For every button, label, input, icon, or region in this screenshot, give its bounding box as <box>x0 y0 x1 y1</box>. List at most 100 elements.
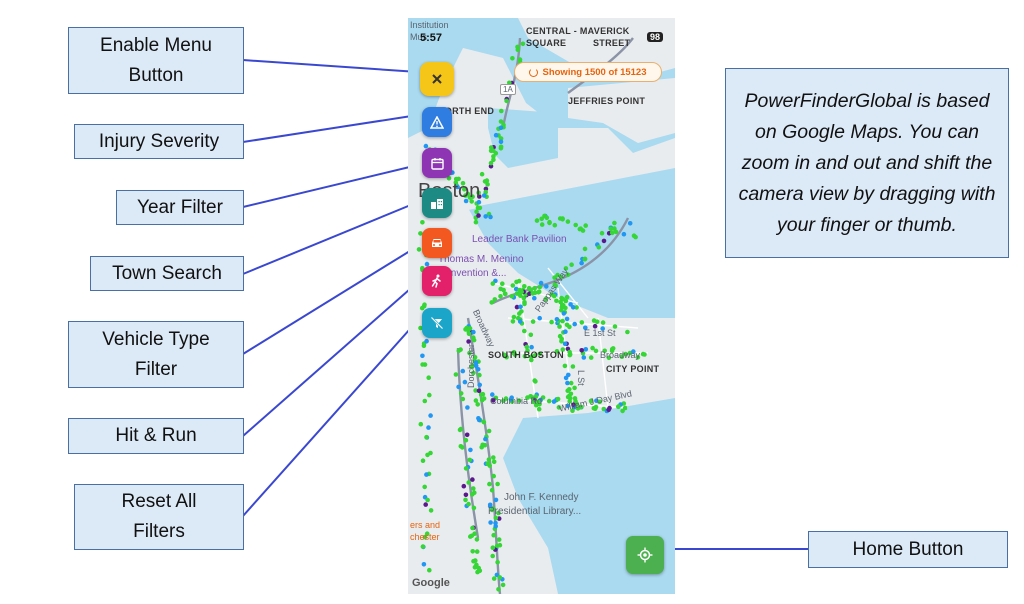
crash-dot <box>622 405 628 411</box>
crash-dot <box>491 576 497 581</box>
crash-dot <box>458 444 464 449</box>
car-icon <box>432 239 442 247</box>
crash-dot <box>467 195 473 200</box>
year-filter-button[interactable] <box>422 148 452 178</box>
crash-dot <box>623 351 628 357</box>
crash-dot <box>491 532 496 538</box>
crash-dot <box>516 398 522 403</box>
crash-dot <box>425 452 430 458</box>
crash-dot <box>469 533 475 539</box>
crash-dot <box>420 362 425 367</box>
crash-dot <box>427 567 432 573</box>
crash-dot <box>532 353 538 358</box>
crash-dot <box>504 98 509 104</box>
crash-dot <box>560 318 565 324</box>
crash-dot <box>418 325 423 331</box>
crash-dot <box>565 403 571 409</box>
crash-dot <box>495 481 500 487</box>
jeffries-land <box>568 78 675 143</box>
map-label-institution: Institution <box>410 20 449 30</box>
town-search-button[interactable] <box>422 188 452 218</box>
crash-dot <box>423 502 428 507</box>
crash-dot <box>471 505 477 511</box>
crash-dot <box>424 472 429 477</box>
crash-dot <box>536 406 542 412</box>
crash-dot <box>579 348 584 353</box>
crash-dot <box>582 246 588 252</box>
crash-dot <box>463 466 469 471</box>
callout-town-search: Town Search <box>90 256 244 291</box>
reset-filters-button[interactable] <box>422 308 452 338</box>
arrow-vehicle-type <box>242 245 419 355</box>
crash-dot <box>467 326 473 331</box>
crash-dot <box>420 544 426 549</box>
crash-dot <box>478 392 484 398</box>
crash-dot <box>539 216 544 222</box>
map-label-square: SQUARE <box>526 38 567 48</box>
crash-dot <box>466 480 471 485</box>
crash-dot <box>564 316 570 322</box>
crash-dot <box>473 398 479 403</box>
crash-dot <box>600 320 606 325</box>
crash-dot <box>496 537 502 542</box>
home-button[interactable] <box>626 536 664 574</box>
crash-dot <box>460 181 466 186</box>
crash-dot <box>471 486 476 491</box>
crash-dot <box>533 402 539 408</box>
crash-dot <box>421 562 427 567</box>
crash-dot <box>493 520 498 526</box>
crash-dot <box>563 329 568 335</box>
crash-dot <box>529 344 534 350</box>
crash-dot <box>496 510 501 516</box>
crash-dot <box>532 295 537 301</box>
crash-dot <box>572 385 577 391</box>
crash-dot <box>426 425 431 430</box>
crash-dot <box>583 223 588 228</box>
crash-dot <box>473 219 479 225</box>
crash-dot <box>547 220 552 226</box>
crash-dot <box>490 392 495 397</box>
crash-dot <box>569 262 574 267</box>
crash-dot <box>631 349 636 354</box>
callout-year-filter: Year Filter <box>116 190 244 225</box>
crash-dot <box>579 260 584 266</box>
crash-dot <box>562 341 568 347</box>
crash-dot <box>498 125 504 131</box>
crash-dot <box>510 283 516 288</box>
crash-dot <box>476 388 482 394</box>
crash-dot <box>493 515 499 521</box>
crash-dot <box>590 345 595 351</box>
crash-dot <box>420 458 426 464</box>
crash-dot <box>463 193 468 198</box>
crash-dot <box>570 364 576 369</box>
hit-run-button[interactable] <box>422 266 452 296</box>
vehicle-type-button[interactable] <box>422 228 452 258</box>
crash-dot <box>537 351 543 357</box>
crash-dot <box>456 348 462 354</box>
crash-dot <box>606 407 611 413</box>
crash-dot <box>416 247 422 252</box>
map-label-city-point: CITY POINT <box>606 364 660 374</box>
crash-dot <box>422 534 428 540</box>
map-label-broadway-2: Broadway <box>600 350 641 360</box>
injury-severity-button[interactable] <box>422 107 452 137</box>
crash-dot <box>487 481 492 487</box>
enable-menu-button[interactable] <box>420 62 454 96</box>
crash-dot <box>490 553 495 559</box>
callout-injury-severity: Injury Severity <box>74 124 244 159</box>
crash-dot <box>561 311 567 316</box>
crash-dot <box>470 492 475 497</box>
crash-dot <box>510 319 516 324</box>
battery-badge: 98 <box>646 32 663 42</box>
crash-dot <box>565 272 571 278</box>
crash-dot <box>481 193 487 198</box>
crash-dot <box>462 187 467 192</box>
crash-dot <box>581 355 587 360</box>
close-icon <box>432 74 442 84</box>
crash-dot <box>486 457 492 462</box>
map-label-south-boston: SOUTH BOSTON <box>488 350 564 360</box>
crash-dot <box>633 234 638 240</box>
crash-dot <box>420 220 425 225</box>
crash-dot <box>522 353 528 359</box>
